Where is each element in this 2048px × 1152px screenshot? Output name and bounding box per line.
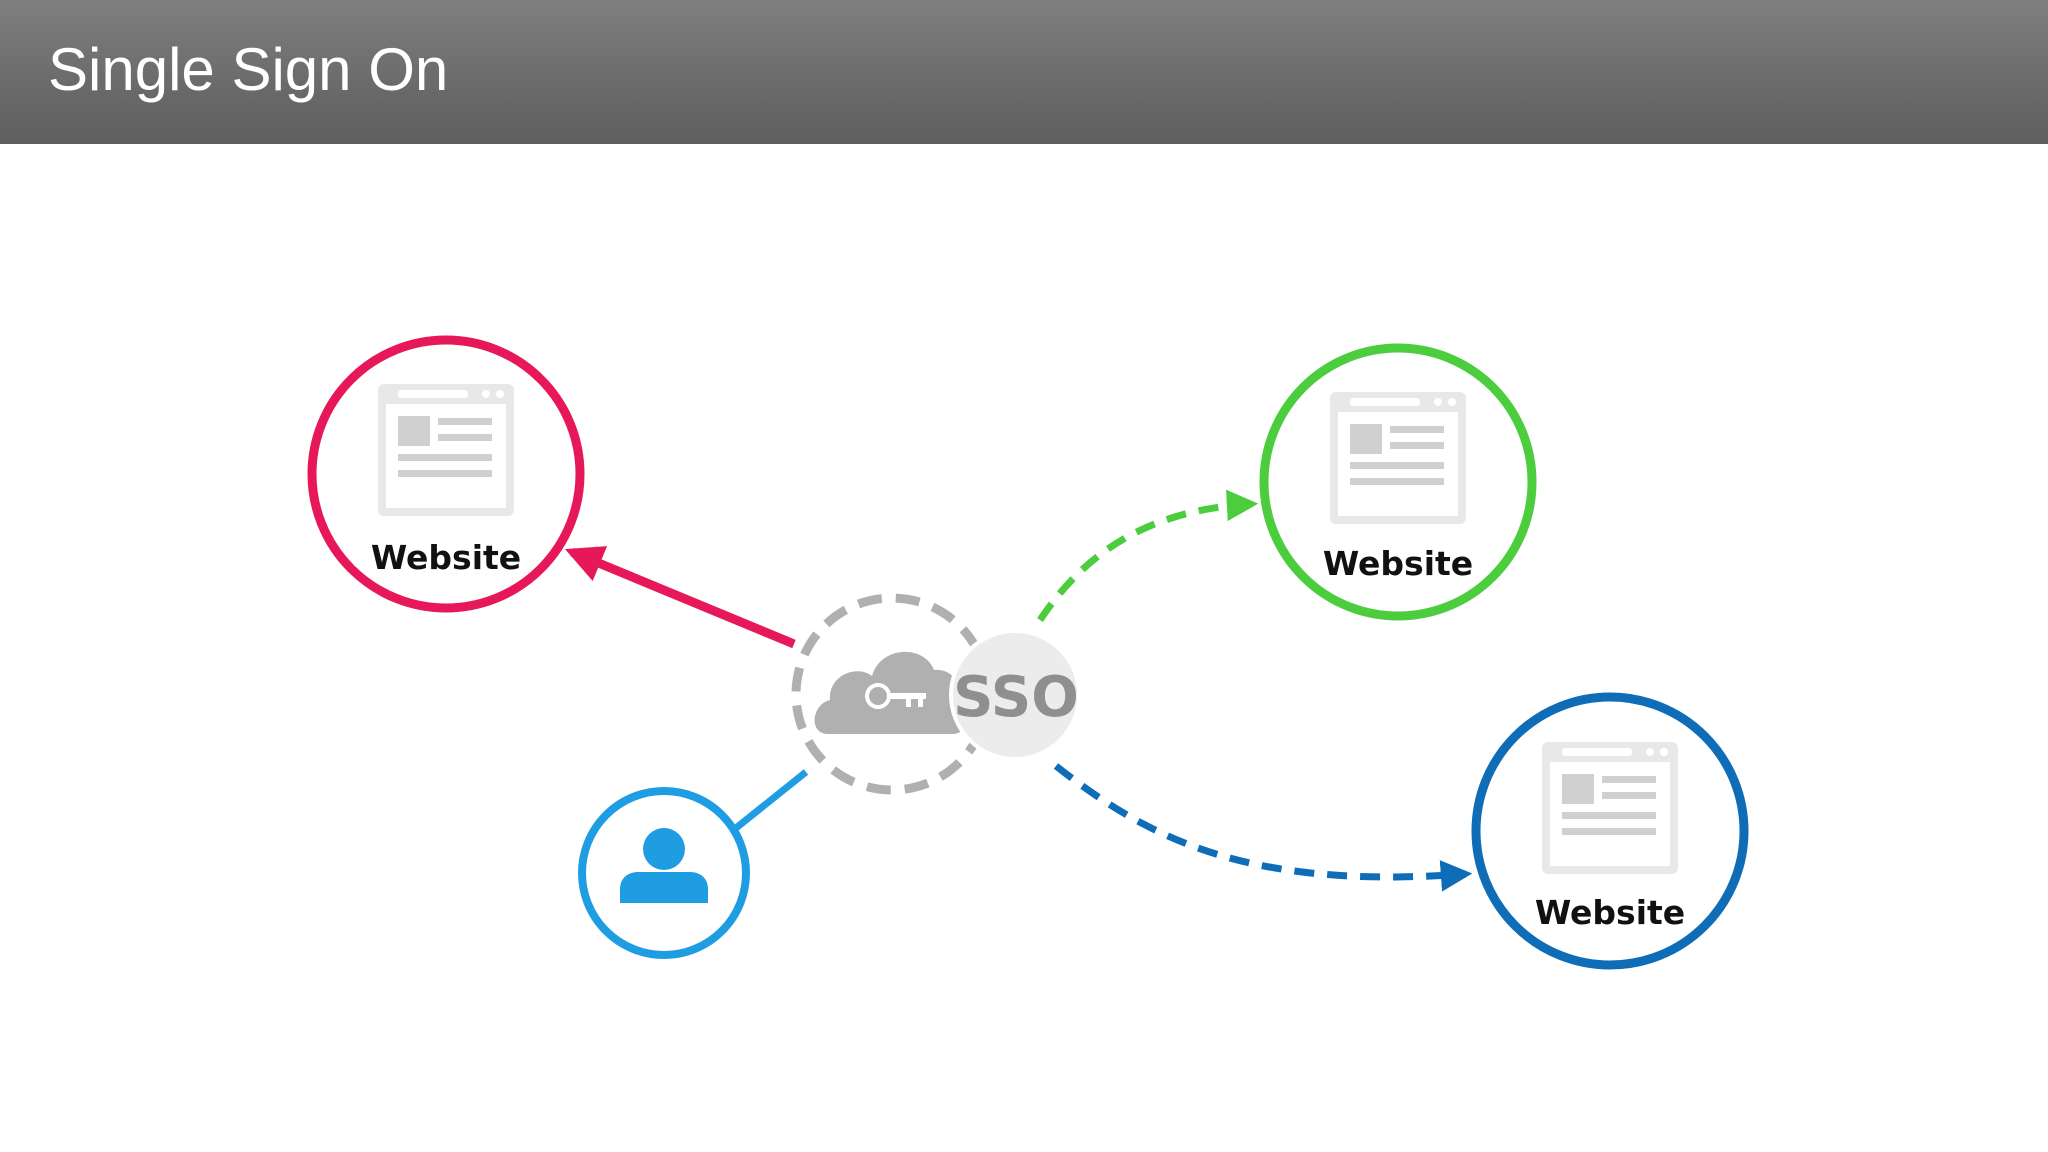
browser-icon <box>1542 742 1678 874</box>
website-node-blue: Website <box>1471 692 1749 970</box>
browser-icon <box>378 384 514 516</box>
sso-hub: SSO <box>791 593 1081 795</box>
connection-user <box>733 769 809 831</box>
website-node-red: Website <box>307 335 585 613</box>
website-label: Website <box>1535 893 1685 932</box>
website-node-green: Website <box>1259 343 1537 621</box>
website-label: Website <box>1323 544 1473 583</box>
browser-icon <box>1330 392 1466 524</box>
cloud-key-icon <box>814 651 968 734</box>
page-title: Single Sign On <box>48 36 449 103</box>
connection-green <box>1037 489 1259 622</box>
header-bar: Single Sign On <box>0 0 2048 144</box>
user-icon <box>620 828 708 903</box>
user-node <box>578 787 750 959</box>
connection-red <box>565 546 796 649</box>
connection-blue <box>1053 763 1473 892</box>
sso-label: SSO <box>953 665 1079 730</box>
website-label: Website <box>371 538 521 577</box>
